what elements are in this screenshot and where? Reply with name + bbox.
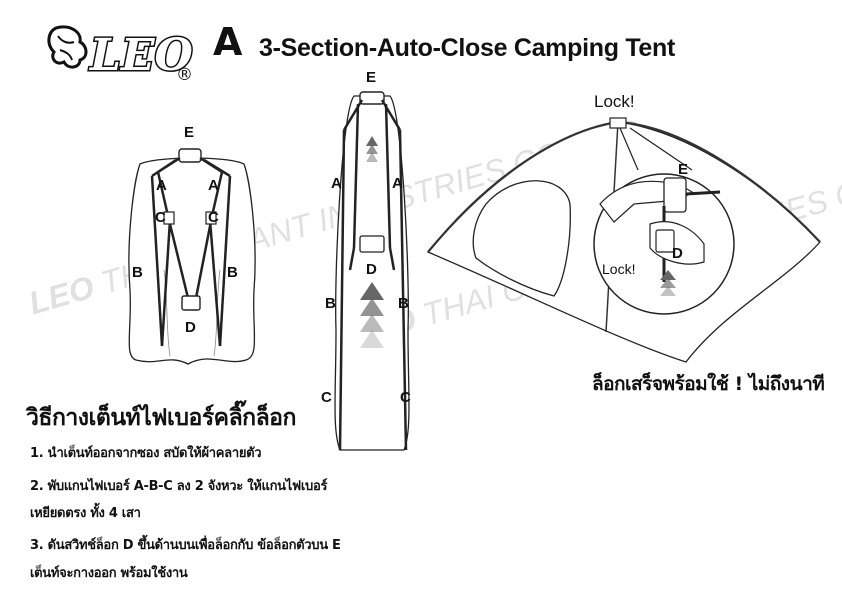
figure-label: B <box>325 295 336 312</box>
page-title: 3-Section-Auto-Close Camping Tent <box>259 34 676 62</box>
figure-label: B <box>398 295 409 312</box>
folded-tent-figure: E A A C C B B D <box>128 124 256 365</box>
figure-caption: ล็อกเสร็จพร้อมใช้ ! ไม่ถึงนาที <box>592 373 825 395</box>
lock-inset-label: Lock! <box>602 261 635 277</box>
registered-mark: ® <box>176 65 193 85</box>
instruction-step: 2. พับแกนไฟเบอร์ A-B-C ลง 2 จังหวะ ให้แก… <box>30 479 328 494</box>
erected-tent-figure: E D Lock! <box>426 117 821 363</box>
figure-label: E <box>366 69 376 86</box>
figure-label: E <box>184 124 194 141</box>
model-letter: A <box>213 20 243 64</box>
instruction-step: เต็นท์จะกางออก พร้อมใช้งาน <box>30 566 188 581</box>
figure-label: C <box>321 389 332 406</box>
instructions-heading: วิธีกางเต็นท์ไฟเบอร์คลิ๊กล็อก <box>26 405 296 431</box>
figure-label: D <box>366 261 377 278</box>
instruction-step: 3. ดันสวิทช์ล็อก D ขึ้นด้านบนเพื่อล็อกกั… <box>30 538 341 553</box>
logo-wordmark: LEO <box>88 30 193 81</box>
instruction-step: 1. นำเต็นท์ออกจากซอง สบัดให้ผ้าคลายตัว <box>30 446 262 461</box>
leo-logo: LEO ® <box>47 25 194 85</box>
figure-label: D <box>672 245 683 262</box>
figure-label: A <box>156 177 167 194</box>
figure-label: C <box>208 209 219 226</box>
figure-label: A <box>208 177 219 194</box>
lock-label: Lock! <box>594 92 635 111</box>
figure-label: B <box>132 264 143 281</box>
figure-label: A <box>392 175 403 192</box>
instruction-step: เหยียดตรง ทั้ง 4 เสา <box>30 506 141 521</box>
figure-label: C <box>400 389 411 406</box>
figure-label: E <box>678 161 688 178</box>
extended-tent-figure: E A A D B B C C <box>321 69 411 451</box>
figure-label: D <box>185 319 196 336</box>
figure-label: A <box>331 175 342 192</box>
figure-label: C <box>155 209 166 226</box>
figure-label: B <box>227 264 238 281</box>
